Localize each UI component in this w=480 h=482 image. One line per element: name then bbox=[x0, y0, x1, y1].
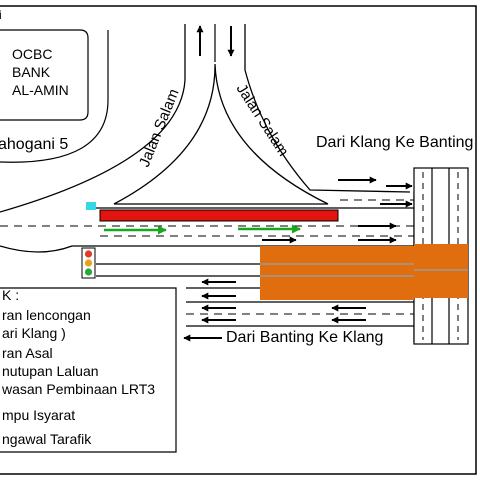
legend-line-6: mpu Isyarat bbox=[2, 407, 75, 423]
map-frame bbox=[0, 5, 477, 475]
legend-line-1: ran lencongan bbox=[2, 307, 91, 323]
legend-line-2: ari Klang ) bbox=[2, 325, 66, 341]
carriageway-line-2 bbox=[0, 245, 414, 253]
road-label-left: Jalan Salam bbox=[136, 87, 183, 170]
jalan-salam-right-outer bbox=[244, 24, 411, 193]
legend-line-5: wasan Pembinaan LRT3 bbox=[1, 381, 155, 397]
legend-line-3: ran Asal bbox=[2, 345, 53, 361]
construction-zone bbox=[260, 246, 414, 300]
legend-line-4: nutupan Laluan bbox=[2, 363, 99, 379]
road-kerb-left bbox=[0, 30, 109, 163]
traffic-arrows-westbound bbox=[183, 278, 366, 342]
corner-fragment: i bbox=[0, 8, 2, 22]
traffic-arrows-eastbound bbox=[262, 176, 413, 244]
label-klang-to-banting: Dari Klang Ke Banting bbox=[316, 134, 473, 151]
triangle-island bbox=[113, 63, 329, 205]
label-banting-to-klang: Dari Banting Ke Klang bbox=[226, 329, 383, 346]
street-mahogani: ahogani 5 bbox=[0, 136, 68, 153]
legend-box bbox=[0, 287, 177, 453]
traffic-light-icon bbox=[81, 247, 96, 279]
road-closure-bar bbox=[99, 209, 339, 222]
legend-title: K : bbox=[2, 287, 19, 303]
bank-line-3: AL-AMIN bbox=[12, 82, 69, 98]
bank-line-1: OCBC bbox=[12, 46, 52, 62]
jalan-salam-left-outer bbox=[0, 24, 186, 213]
cyan-marker bbox=[86, 202, 96, 210]
bank-line-2: BANK bbox=[12, 64, 51, 80]
bank-block bbox=[0, 29, 89, 121]
legend-line-7: ngawal Tarafik bbox=[2, 431, 92, 447]
construction-zone-right bbox=[414, 244, 468, 298]
